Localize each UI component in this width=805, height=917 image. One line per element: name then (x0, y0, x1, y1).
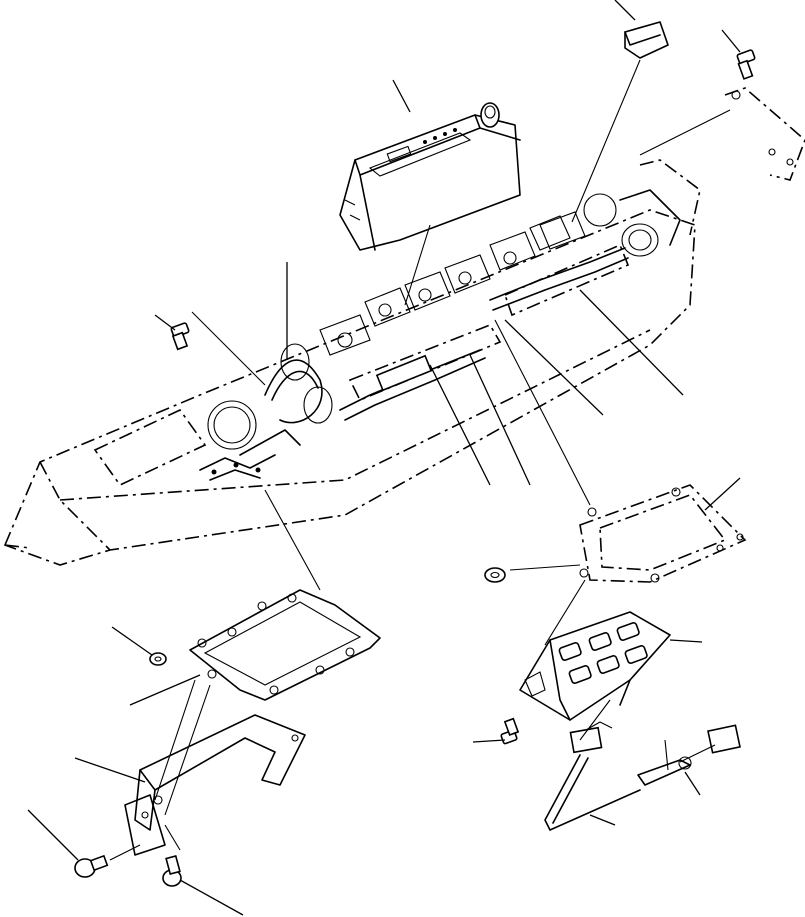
bracket-top-right (639, 87, 805, 236)
leader-lines (27, 0, 741, 916)
switch-panel (519, 611, 671, 721)
bolt-top-right (736, 49, 756, 80)
plug-connector (637, 724, 741, 786)
wiring-harness (199, 189, 681, 481)
nut-right (484, 567, 506, 583)
gasket-left (189, 589, 381, 701)
assembly-guides (109, 59, 731, 861)
bolt-left (170, 322, 190, 351)
screw-bottom-left (74, 854, 109, 878)
cover-cap (624, 21, 669, 59)
bolt-switch-panel (500, 717, 520, 745)
screw-bottom (162, 854, 182, 887)
nut-left (149, 652, 167, 666)
dashboard-housing (3, 193, 696, 566)
handle-bracket (124, 714, 306, 856)
connector-cable (544, 721, 641, 831)
monitor-panel (339, 102, 521, 251)
gasket-right (579, 484, 747, 583)
